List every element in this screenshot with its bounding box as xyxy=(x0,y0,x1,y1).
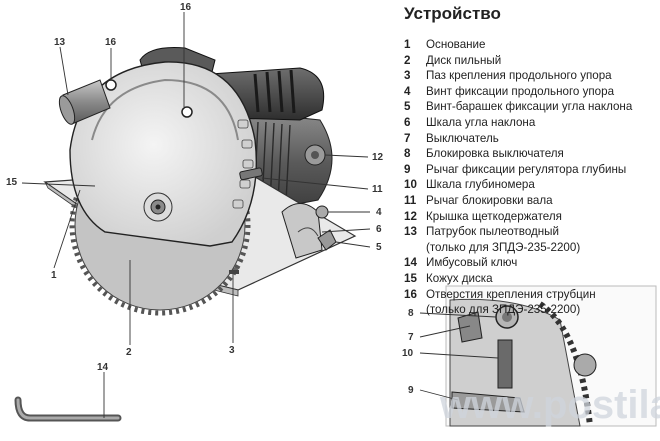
legend-row: 12 Крышка щеткодержателя xyxy=(404,209,654,225)
legend-text: Рычаг блокировки вала xyxy=(426,193,553,207)
callout-11: 11 xyxy=(372,184,383,195)
legend-row: 13 Патрубок пылеотводный xyxy=(404,224,654,240)
saw-illustration xyxy=(43,47,357,316)
allen-key xyxy=(14,396,122,422)
callout-16-top: 16 xyxy=(180,2,192,13)
legend-text: Диск пильный xyxy=(426,53,502,67)
callout-14: 14 xyxy=(97,362,109,373)
legend-text: Рычаг фиксации регулятора глубины xyxy=(426,162,627,176)
callout-16-left: 16 xyxy=(105,37,117,48)
callout-2: 2 xyxy=(126,347,132,358)
legend-text: Винт фиксации продольного упора xyxy=(426,84,615,98)
legend-text: Выключатель xyxy=(426,131,499,145)
legend-text: Имбусовый ключ xyxy=(426,256,518,270)
rip-fence-screw xyxy=(315,205,329,219)
handle-grip-ribs xyxy=(253,69,296,114)
callout-13: 13 xyxy=(54,37,66,48)
callout-9: 9 xyxy=(408,385,414,396)
legend-row: 8 Блокировка выключателя xyxy=(404,146,654,162)
legend-number: 8 xyxy=(404,147,411,161)
callout-3: 3 xyxy=(229,345,235,356)
legend-text: (только для ЗПДЭ-235-2200) xyxy=(426,303,581,317)
inset-depth-lever xyxy=(451,391,525,413)
callout-4: 4 xyxy=(376,207,382,218)
legend-number: 14 xyxy=(404,256,417,270)
clamp-hole-top xyxy=(181,106,193,118)
legend-number: 5 xyxy=(404,100,411,114)
legend-number xyxy=(404,240,426,256)
legend-number: 13 xyxy=(404,225,417,239)
callout-1: 1 xyxy=(51,270,57,281)
legend-row: (только для ЗПДЭ-235-2200) xyxy=(404,302,654,318)
legend-row: 11 Рычаг блокировки вала xyxy=(404,193,654,209)
legend-row: 10 Шкала глубиномера xyxy=(404,177,654,193)
callout-12: 12 xyxy=(372,152,384,163)
legend-row: 3 Паз крепления продольного упора xyxy=(404,68,654,84)
legend-row: 16 Отверстия крепления струбцин xyxy=(404,287,654,303)
legend-number: 10 xyxy=(404,178,417,192)
detail-inset xyxy=(445,285,657,427)
legend-row: 5 Винт-барашек фиксации угла наклона xyxy=(404,99,654,115)
legend-text: Винт-барашек фиксации угла наклона xyxy=(426,100,633,114)
legend-row: 4 Винт фиксации продольного упора xyxy=(404,84,654,100)
callout-5: 5 xyxy=(376,242,382,253)
legend-text: Патрубок пылеотводный xyxy=(426,225,559,239)
legend-text: Шкала угла наклона xyxy=(426,115,536,129)
legend-number: 15 xyxy=(404,271,417,285)
legend-number: 3 xyxy=(404,69,411,83)
legend-row: 2 Диск пильный xyxy=(404,53,654,69)
legend-number: 7 xyxy=(404,131,411,145)
inset-depth-scale xyxy=(497,339,513,389)
legend-number: 1 xyxy=(404,38,411,51)
legend-number: 2 xyxy=(404,53,411,67)
legend-row: 7 Выключатель xyxy=(404,131,654,147)
legend-number: 9 xyxy=(404,162,411,176)
watermark: www.postila.ru xyxy=(439,383,660,427)
legend-number: 4 xyxy=(404,84,411,98)
callout-6: 6 xyxy=(376,224,382,235)
base-slot xyxy=(229,270,239,274)
legend-number: 16 xyxy=(404,287,417,301)
legend-row: 15 Кожух диска xyxy=(404,271,654,287)
callout-7: 7 xyxy=(408,332,414,343)
blade-guard xyxy=(69,61,258,247)
parts-legend: 1 Основание 2 Диск пильный 3 Паз крепления пр… xyxy=(404,37,654,318)
clamp-hole-left xyxy=(105,79,117,91)
legend-number: 12 xyxy=(404,209,417,223)
callout-labels: 16 13 16 15 12 11 4 6 5 1 2 3 14 8 7 10 … xyxy=(6,2,414,396)
legend-text: Отверстия крепления струбцин xyxy=(426,287,596,301)
callout-10: 10 xyxy=(402,348,414,359)
inset-switch xyxy=(457,311,483,343)
legend-text: (только для ЗПДЭ-235-2200) xyxy=(426,240,581,254)
callout-8: 8 xyxy=(408,308,414,319)
shaft-lock-lever xyxy=(239,167,263,181)
legend-number: 6 xyxy=(404,115,411,129)
guard-slots xyxy=(232,119,254,209)
callout-15: 15 xyxy=(6,177,18,188)
leader-lines xyxy=(21,12,499,418)
legend-row: 9 Рычаг фиксации регулятора глубины xyxy=(404,162,654,178)
legend-text: Блокировка выключателя xyxy=(426,147,564,161)
legend-number: 11 xyxy=(404,193,417,207)
legend-row: 6 Шкала угла наклона xyxy=(404,115,654,131)
legend-number xyxy=(404,302,426,318)
section-title: Устройство xyxy=(404,4,501,23)
legend-text: Шкала глубиномера xyxy=(426,178,535,192)
legend-text: Основание xyxy=(426,38,486,51)
legend-text: Крышка щеткодержателя xyxy=(426,209,562,223)
legend-row: 14 Имбусовый ключ xyxy=(404,255,654,271)
legend-row: (только для ЗПДЭ-235-2200) xyxy=(404,240,654,256)
legend-text: Паз крепления продольного упора xyxy=(426,69,612,83)
legend-text: Кожух диска xyxy=(426,271,493,285)
legend-row: 1 Основание xyxy=(404,37,654,53)
